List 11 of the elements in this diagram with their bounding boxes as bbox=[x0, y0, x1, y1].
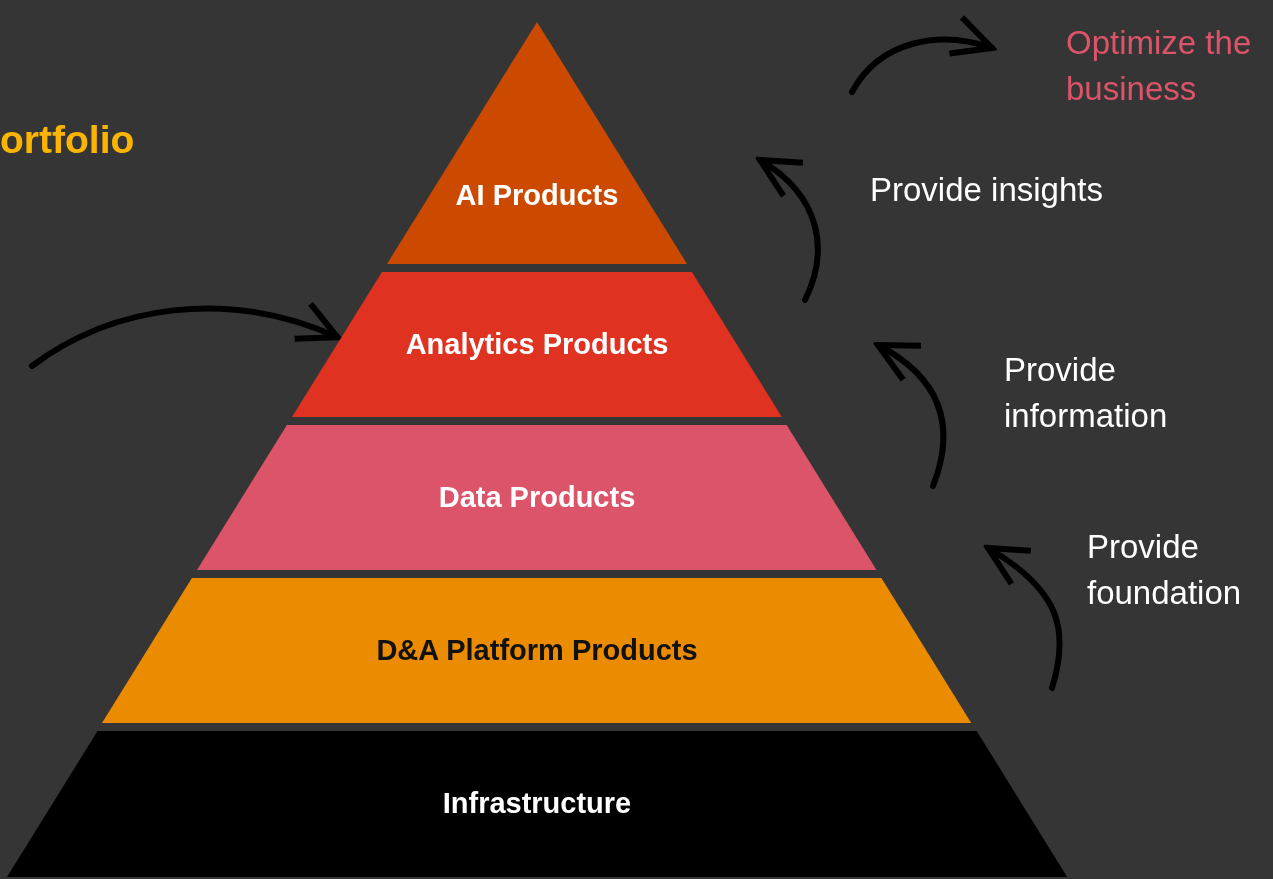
step-label: Provide foundation bbox=[1087, 527, 1243, 613]
title: ortfolio bbox=[0, 118, 135, 162]
step-label: Provide information bbox=[1004, 350, 1169, 436]
layer-label: D&A Platform Products bbox=[376, 633, 698, 667]
layer-label: Analytics Products bbox=[405, 327, 669, 361]
layer-label: Infrastructure bbox=[442, 787, 632, 820]
step-label: Optimize the business bbox=[1066, 23, 1253, 109]
layer-label: AI Products bbox=[455, 179, 619, 213]
step-label: Provide insights bbox=[870, 170, 1104, 210]
layer-label: Data Products bbox=[438, 480, 636, 514]
hand-drawn-arrow bbox=[29, 302, 341, 369]
